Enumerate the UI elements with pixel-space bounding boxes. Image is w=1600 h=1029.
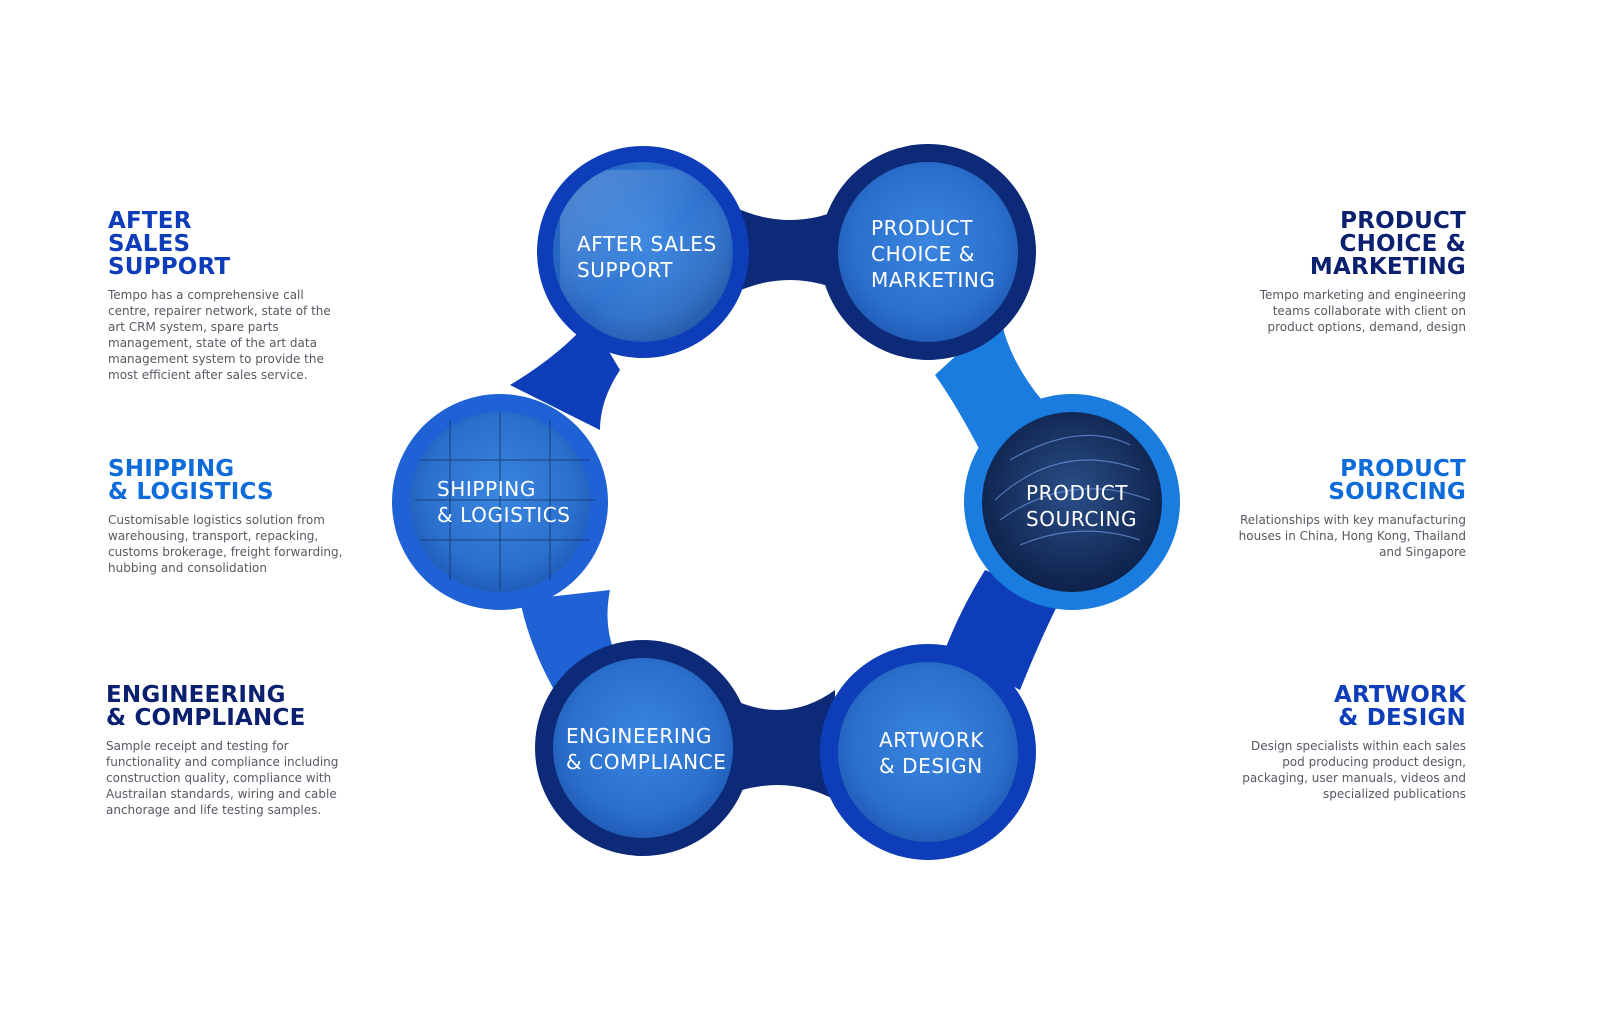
node-line: AFTER SALES: [577, 232, 717, 256]
node-line: SHIPPING: [437, 477, 536, 501]
node-line: SOURCING: [1026, 507, 1137, 531]
desc-line: art CRM system, spare parts: [108, 320, 279, 334]
section-heading: PRODUCT CHOICE & MARKETING: [1216, 210, 1466, 279]
desc-line: specialized publications: [1322, 787, 1466, 801]
heading-line: MARKETING: [1309, 254, 1466, 280]
section-description: Relationships with key manufacturing hou…: [1206, 512, 1466, 560]
heading-line: AFTER: [108, 208, 192, 234]
desc-line: teams collaborate with client on: [1272, 304, 1466, 318]
section-product-choice: PRODUCT CHOICE & MARKETING Tempo marketi…: [1216, 210, 1466, 335]
section-description: Customisable logistics solution from war…: [108, 512, 368, 576]
heading-line: & COMPLIANCE: [106, 705, 306, 731]
heading-line: SOURCING: [1328, 479, 1466, 505]
heading-line: SHIPPING: [108, 456, 235, 482]
desc-line: pod producing product design,: [1282, 755, 1466, 769]
desc-line: management, state of the art data: [108, 336, 317, 350]
heading-line: SALES: [108, 231, 191, 257]
node-line: PRODUCT: [1026, 481, 1128, 505]
heading-line: ENGINEERING: [106, 682, 286, 708]
heading-line: ARTWORK: [1333, 682, 1466, 708]
section-heading: PRODUCT SOURCING: [1206, 458, 1466, 504]
desc-line: warehousing, transport, repacking,: [108, 529, 319, 543]
desc-line: customs brokerage, freight forwarding,: [108, 545, 343, 559]
desc-line: houses in China, Hong Kong, Thailand: [1238, 529, 1466, 543]
node-label: PRODUCT SOURCING: [1026, 481, 1137, 531]
node-line: & LOGISTICS: [437, 503, 571, 527]
node-sourcing: PRODUCT SOURCING: [964, 394, 1180, 610]
desc-line: Sample receipt and testing for: [106, 739, 289, 753]
desc-line: Design specialists within each sales: [1250, 739, 1466, 753]
node-artwork: ARTWORK & DESIGN: [820, 644, 1036, 860]
section-heading: SHIPPING & LOGISTICS: [108, 458, 368, 504]
node-line: ARTWORK: [879, 728, 984, 752]
desc-line: centre, repairer network, state of the: [108, 304, 331, 318]
desc-line: Relationships with key manufacturing: [1239, 513, 1466, 527]
node-line: & DESIGN: [879, 754, 983, 778]
desc-line: Tempo has a comprehensive call: [108, 288, 304, 302]
node-label: ARTWORK & DESIGN: [879, 728, 991, 778]
node-label: PRODUCT CHOICE & MARKETING: [871, 216, 996, 292]
node-line: SUPPORT: [577, 258, 673, 282]
connector-upper-left: [510, 320, 620, 430]
section-description: Tempo marketing and engineering teams co…: [1216, 287, 1466, 335]
desc-line: Austrailan standards, wiring and cable: [106, 787, 337, 801]
node-label: SHIPPING & LOGISTICS: [437, 477, 571, 527]
section-artwork: ARTWORK & DESIGN Design specialists with…: [1206, 684, 1466, 802]
heading-line: PRODUCT: [1340, 208, 1466, 234]
desc-line: most efficient after sales service.: [108, 368, 308, 382]
node-line: ENGINEERING: [566, 724, 712, 748]
desc-line: and Singapore: [1379, 545, 1466, 559]
desc-line: management system to provide the: [108, 352, 324, 366]
section-description: Sample receipt and testing for functiona…: [106, 738, 366, 818]
section-after-sales: AFTER SALES SUPPORT Tempo has a comprehe…: [108, 210, 358, 383]
node-line: CHOICE &: [871, 242, 975, 266]
desc-line: hubbing and consolidation: [108, 561, 267, 575]
node-product-choice: PRODUCT CHOICE & MARKETING: [820, 144, 1036, 360]
node-shipping: SHIPPING & LOGISTICS: [392, 394, 608, 610]
desc-line: anchorage and life testing samples.: [106, 803, 322, 817]
desc-line: product options, demand, design: [1267, 320, 1467, 334]
desc-line: packaging, user manuals, videos and: [1242, 771, 1466, 785]
heading-line: PRODUCT: [1340, 456, 1466, 482]
node-after-sales: AFTER SALES SUPPORT: [537, 146, 749, 358]
node-line: MARKETING: [871, 268, 996, 292]
section-heading: AFTER SALES SUPPORT: [108, 210, 358, 279]
connector-top: [730, 205, 850, 295]
node-engineering: ENGINEERING & COMPLIANCE: [535, 640, 751, 856]
node-line: PRODUCT: [871, 216, 973, 240]
section-heading: ARTWORK & DESIGN: [1206, 684, 1466, 730]
section-shipping: SHIPPING & LOGISTICS Customisable logist…: [108, 458, 368, 576]
heading-line: SUPPORT: [108, 254, 231, 280]
heading-line: & DESIGN: [1338, 705, 1466, 731]
desc-line: construction quality, compliance with: [106, 771, 332, 785]
desc-line: Tempo marketing and engineering: [1259, 288, 1466, 302]
section-description: Tempo has a comprehensive call centre, r…: [108, 287, 358, 383]
desc-line: Customisable logistics solution from: [108, 513, 325, 527]
heading-line: CHOICE &: [1339, 231, 1466, 257]
section-description: Design specialists within each sales pod…: [1206, 738, 1466, 802]
section-sourcing: PRODUCT SOURCING Relationships with key …: [1206, 458, 1466, 560]
shelving-pattern: [415, 413, 595, 590]
node-label: AFTER SALES SUPPORT: [577, 232, 724, 282]
node-label: ENGINEERING & COMPLIANCE: [566, 724, 726, 774]
network-lines: [994, 434, 1151, 546]
section-engineering: ENGINEERING & COMPLIANCE Sample receipt …: [106, 684, 366, 818]
desc-line: functionality and compliance including: [106, 755, 339, 769]
heading-line: & LOGISTICS: [108, 479, 274, 505]
section-heading: ENGINEERING & COMPLIANCE: [106, 684, 366, 730]
node-line: & COMPLIANCE: [566, 750, 726, 774]
